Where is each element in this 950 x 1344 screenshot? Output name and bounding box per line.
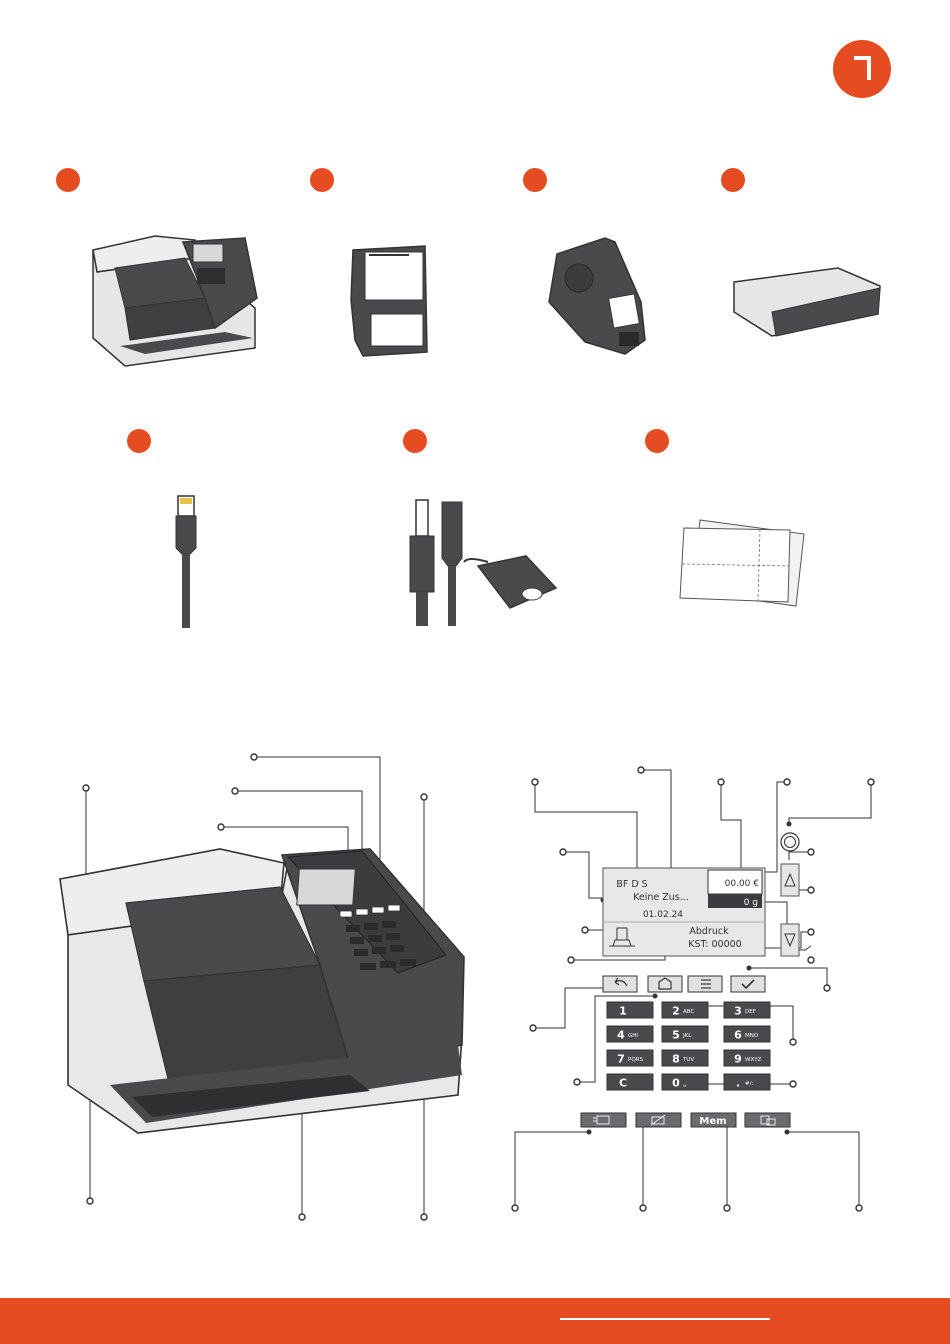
power-button[interactable]	[781, 833, 799, 851]
menu-key[interactable]	[688, 976, 722, 992]
footer-bar	[0, 1298, 950, 1344]
keypad-digit: 5	[672, 1029, 680, 1042]
display-date: 01.02.24	[643, 910, 683, 920]
component-marker-5	[127, 429, 151, 453]
keypad-key-1[interactable]: 1	[607, 1002, 653, 1018]
scroll-up-button[interactable]	[781, 864, 799, 896]
keypad-digit: 1	[619, 1005, 627, 1018]
mem-key-label: Mem	[699, 1116, 726, 1127]
component-marker-1	[56, 168, 80, 192]
keypad-digit: 7	[617, 1053, 625, 1066]
display-amount: 00.00 €	[725, 879, 760, 889]
machine-overview-illustration	[50, 745, 490, 1225]
keypad-key-dot[interactable]: . #/:	[724, 1074, 770, 1090]
function-key-mem[interactable]: Mem	[691, 1113, 736, 1127]
network-cable-icon	[168, 492, 204, 632]
brand-logo	[833, 40, 891, 98]
component-marker-4	[721, 168, 745, 192]
keypad-digit: C	[619, 1077, 627, 1090]
component-marker-7	[645, 429, 669, 453]
print-head-icon	[545, 232, 655, 362]
component-marker-6	[403, 429, 427, 453]
keypad-digit: 3	[734, 1005, 742, 1018]
keypad-letters: PQRS	[628, 1057, 643, 1063]
component-marker-2	[310, 168, 334, 192]
keypad-key-0[interactable]: 0␣	[662, 1074, 708, 1090]
footer-rule	[560, 1318, 770, 1320]
scroll-down-button[interactable]	[781, 924, 799, 956]
keypad-digit: 0	[672, 1077, 680, 1090]
keypad-digit: 6	[734, 1029, 742, 1042]
keypad-digit: 9	[734, 1053, 742, 1066]
keypad-letters: GHI	[628, 1033, 638, 1039]
function-key-1[interactable]	[581, 1113, 626, 1127]
function-key-4[interactable]	[745, 1113, 790, 1127]
keypad-letters: TUV	[682, 1057, 694, 1063]
back-key[interactable]	[603, 976, 637, 992]
keypad-letters: JKL	[682, 1033, 692, 1039]
ink-cartridge-icon	[345, 240, 435, 360]
keypad-digit: 2	[672, 1005, 680, 1018]
keypad-letters: ABC	[683, 1009, 694, 1015]
display-line1: BF D S	[616, 879, 647, 890]
keypad-digit: 4	[617, 1029, 625, 1042]
keypad-letters: ␣	[683, 1081, 687, 1087]
display-mode: Abdruck	[689, 926, 729, 937]
display-weight: 0 g	[744, 898, 758, 908]
keypad-letters: WXYZ	[745, 1057, 762, 1063]
keypad-letters: DEF	[745, 1009, 756, 1015]
label-sheets-icon	[678, 518, 808, 608]
control-panel-diagram: BF D S Keine Zus... 01.02.24 00.00 € 0 g…	[505, 760, 895, 1220]
power-supply-icon	[398, 496, 563, 631]
function-key-2[interactable]	[636, 1113, 681, 1127]
keypad-digit: .	[736, 1077, 740, 1090]
keypad-letters: #/:	[745, 1081, 753, 1087]
keypad-letters: MNO	[745, 1033, 759, 1039]
keypad-key-c[interactable]: C	[607, 1074, 653, 1090]
scale-icon	[728, 262, 888, 344]
component-marker-3	[523, 168, 547, 192]
keypad-digit: 8	[672, 1053, 680, 1066]
franking-machine-icon	[85, 228, 265, 378]
logo-mark-icon	[833, 40, 891, 98]
home-key[interactable]	[648, 976, 682, 992]
display-cost-center: KST: 00000	[688, 939, 741, 950]
display-line2: Keine Zus...	[633, 892, 689, 903]
ok-key[interactable]	[731, 976, 765, 992]
